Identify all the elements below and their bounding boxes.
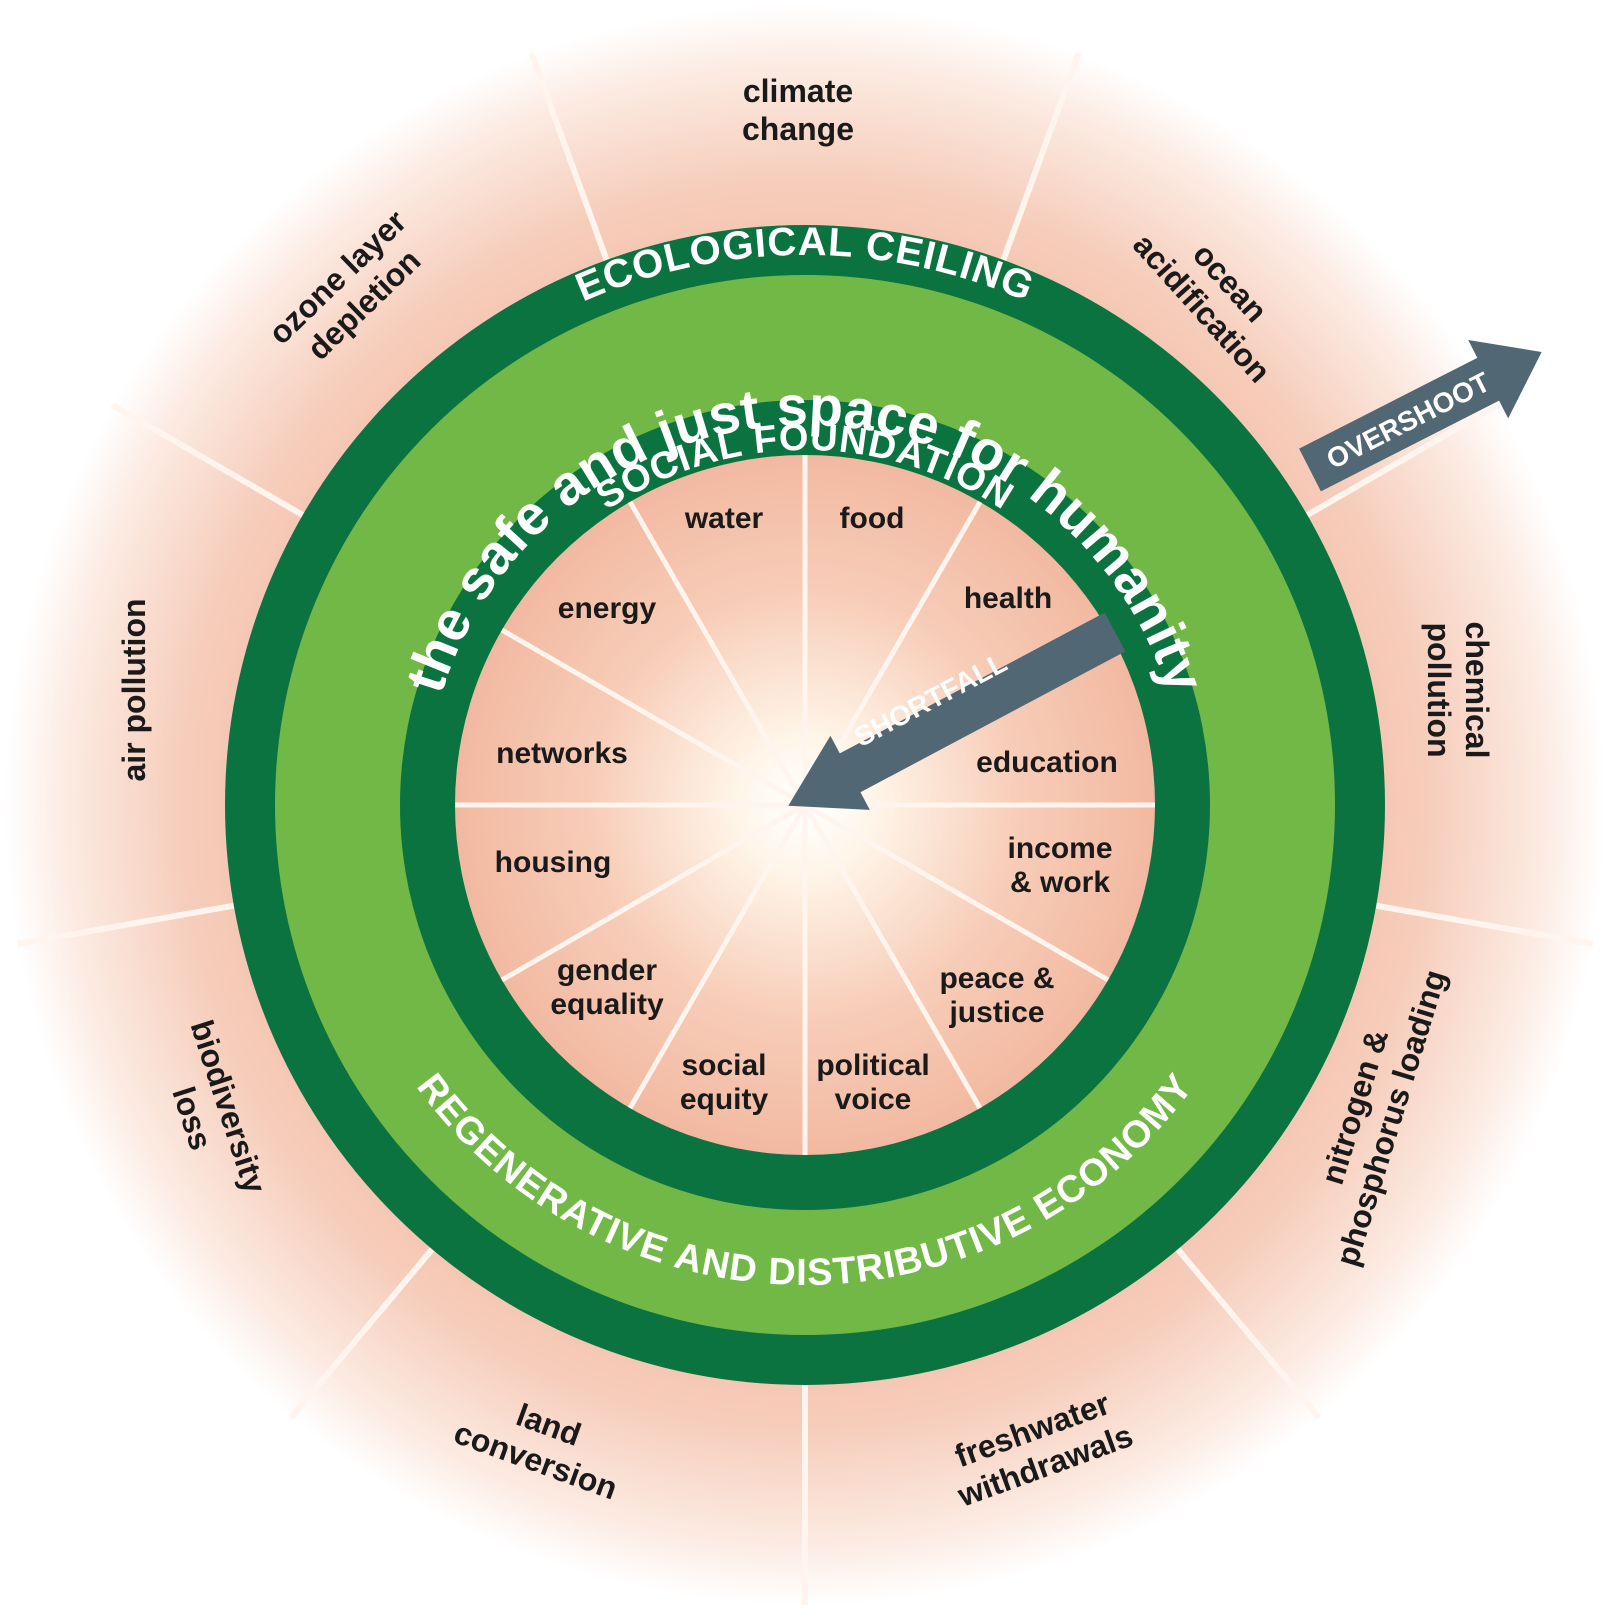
foundation-divider-line xyxy=(627,500,808,807)
foundation-divider-line xyxy=(803,802,1110,983)
foundation-divider-line xyxy=(500,627,807,808)
foundation-divider-line xyxy=(500,802,807,983)
ceiling-divider-line xyxy=(1175,1247,1322,1420)
ceiling-divider-line xyxy=(16,902,235,947)
label-water: water xyxy=(684,502,764,535)
foundation-divider-line xyxy=(627,803,808,1110)
overshoot-arrow-shape xyxy=(1299,339,1542,492)
label-education: education xyxy=(976,746,1118,779)
shortfall-arrow xyxy=(788,612,1126,810)
ceiling-divider-line xyxy=(288,1247,435,1420)
shortfall-arrow-shape xyxy=(788,612,1126,810)
label-food: food xyxy=(840,502,905,535)
ceiling-divider-line xyxy=(1305,402,1500,518)
label-air-pollution: air pollution xyxy=(116,598,152,781)
label-chemical-pollution: chemicalpollution xyxy=(1421,622,1495,759)
ceiling-dividers xyxy=(16,52,1594,1605)
label-energy: energy xyxy=(558,592,657,625)
ceiling-divider-line xyxy=(110,402,305,518)
label-health: health xyxy=(964,582,1052,615)
label-networks: networks xyxy=(496,737,628,770)
ceiling-divider-line xyxy=(528,52,610,262)
ceiling-divider-line xyxy=(1000,52,1082,262)
label-housing: housing xyxy=(495,846,612,879)
label-peace-justice: peace &justice xyxy=(939,962,1054,1029)
foundation-labels: food health education income& work peace… xyxy=(495,502,1118,1116)
label-income-work: income& work xyxy=(1007,832,1112,899)
foundation-divider-line xyxy=(802,803,983,1110)
ceiling-divider-line xyxy=(1375,902,1594,947)
